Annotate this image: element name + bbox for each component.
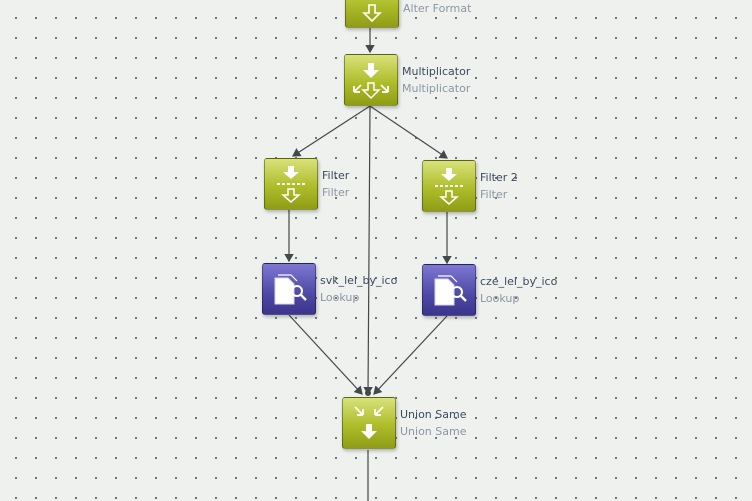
node-type-label: Lookup xyxy=(320,291,360,304)
node-type-label: Alter Format xyxy=(403,2,472,15)
lookup-icon xyxy=(262,263,316,315)
node-name-label: svk_lei_by_ico xyxy=(320,274,398,287)
node-name-label: Filter xyxy=(322,169,350,182)
node-type-label: Multiplicator xyxy=(402,82,471,95)
node-type-label: Filter xyxy=(480,188,508,201)
node-type-label: Union Same xyxy=(400,425,467,438)
node-name-label: Filter 2 xyxy=(480,171,518,184)
node-name-label: Multiplicator xyxy=(402,65,471,78)
edge-multiplicator-to-union[interactable] xyxy=(363,105,373,396)
node-union-same[interactable]: Union Same Union Same xyxy=(342,397,482,449)
node-name-label: cze_lei_by_ico xyxy=(480,275,558,288)
node-type-label: Filter xyxy=(322,186,350,199)
filter-icon xyxy=(264,158,318,210)
split-arrows-icon xyxy=(344,54,398,106)
edge-multiplicator-to-filter2[interactable] xyxy=(369,105,448,159)
node-alter-format[interactable]: Alter Format xyxy=(345,0,495,28)
node-multiplicator[interactable]: Multiplicator Multiplicator xyxy=(344,54,504,106)
node-name-label: Union Same xyxy=(400,408,467,421)
filter-icon xyxy=(422,160,476,212)
node-filter[interactable]: Filter Filter xyxy=(264,158,384,210)
edge-multiplicator-to-filter[interactable] xyxy=(291,105,371,157)
node-cze-lookup[interactable]: cze_lei_by_ico Lookup xyxy=(422,264,572,316)
union-input-port[interactable] xyxy=(365,390,371,396)
node-type-label: Lookup xyxy=(480,292,520,305)
lookup-icon xyxy=(422,264,476,316)
edge-cze-lookup-to-union[interactable] xyxy=(373,315,448,395)
merge-arrows-icon xyxy=(342,397,396,449)
arrow-down-icon xyxy=(345,0,399,28)
node-filter-2[interactable]: Filter 2 Filter xyxy=(422,160,542,212)
node-svk-lookup[interactable]: svk_lei_by_ico Lookup xyxy=(262,263,402,315)
edge-svk-lookup-to-union[interactable] xyxy=(288,314,363,395)
